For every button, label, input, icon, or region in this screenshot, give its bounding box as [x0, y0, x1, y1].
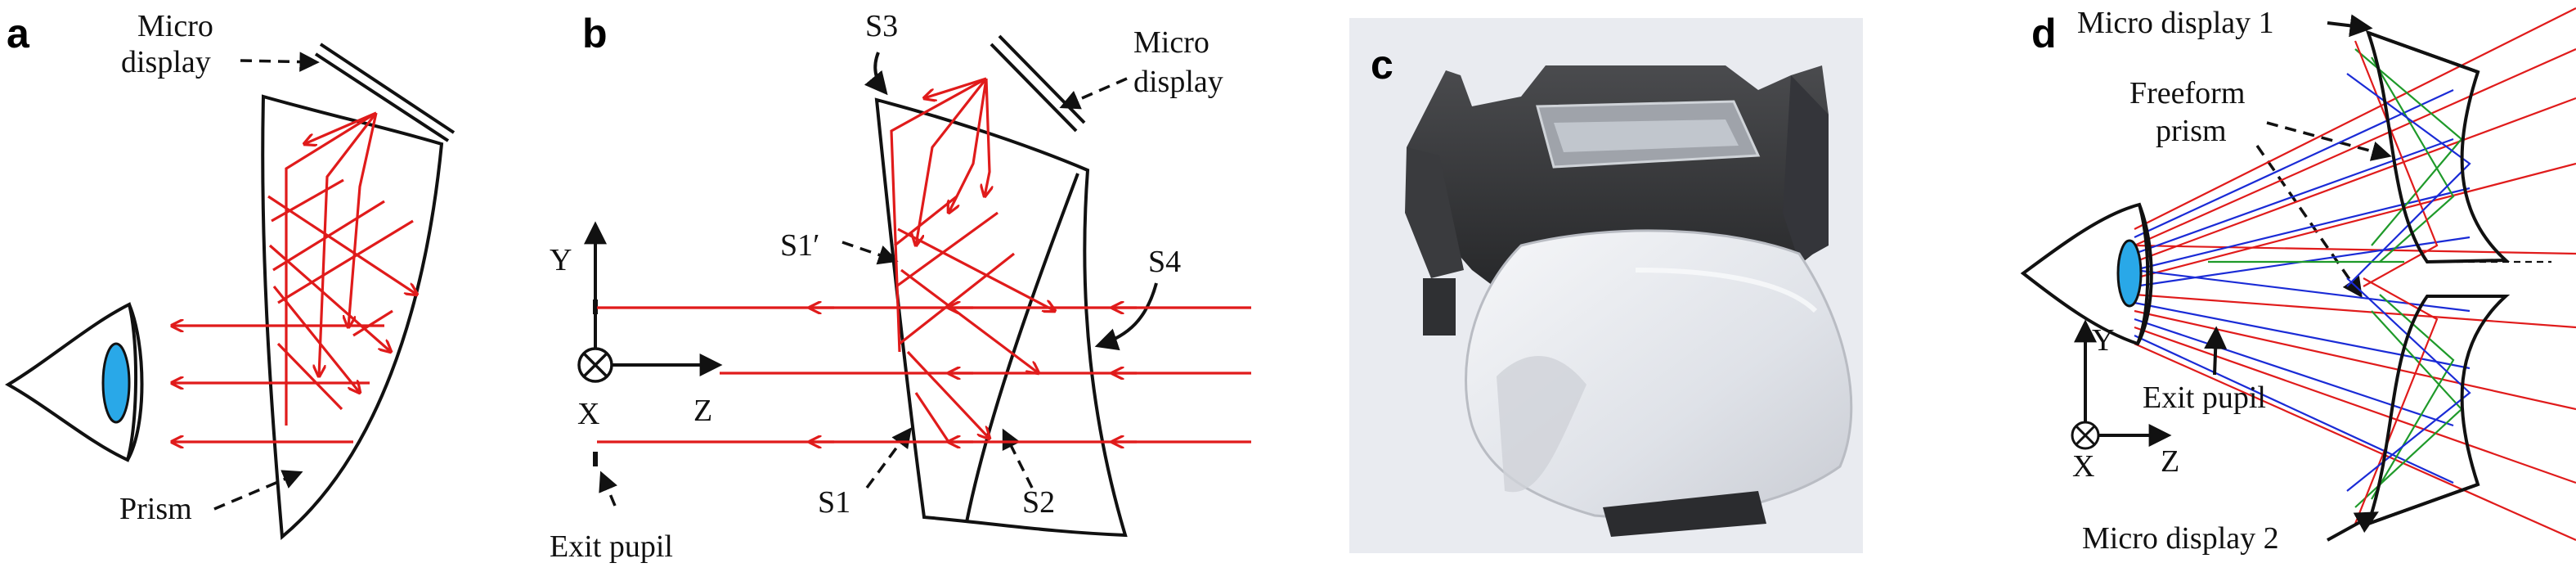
- panel-b-micro-display: [990, 34, 1086, 133]
- panel-a-eye-icon: [5, 302, 144, 462]
- panel-a-prism: [261, 94, 444, 540]
- panel-d-exit-pupil-pointer: [2204, 326, 2228, 376]
- panel-b-prism: [874, 97, 1128, 538]
- panel-d-freeform-prisms: [2365, 29, 2511, 527]
- panel-b-s4-label: S4: [1148, 245, 1181, 279]
- panel-a-rays: [172, 111, 417, 442]
- panel-b-exit-pupil-label: Exit pupil: [550, 529, 673, 564]
- panel-b-s2-pointer: [1002, 428, 1034, 489]
- panel-b-s3-pointer: [864, 52, 888, 96]
- panel-b-letter: b: [582, 11, 608, 56]
- panel-d-axis-z: Z: [2161, 444, 2179, 479]
- panel-b-micro-display-label-2: display: [1133, 65, 1223, 99]
- panel-c-prism-photo: [1405, 65, 1853, 537]
- panel-b-axis-y: Y: [550, 243, 572, 277]
- panel-b-s3-label: S3: [865, 9, 898, 43]
- panel-a-letter: a: [7, 11, 30, 56]
- panel-a: a Micro display: [5, 9, 456, 540]
- panel-b-surface-s2: [965, 173, 1079, 523]
- panel-d-micro-display-1-label: Micro display 1: [2077, 6, 2274, 40]
- panel-c-letter: c: [1371, 42, 1393, 88]
- panel-b-s1prime-label: S1′: [780, 228, 819, 263]
- panel-d-eye-icon: [2020, 202, 2153, 346]
- panel-a-prism-pointer: [213, 470, 303, 511]
- panel-a-prism-label: Prism: [119, 492, 192, 526]
- panel-d-freeform-label-2: prism: [2156, 114, 2227, 148]
- panel-d-rays: [2134, 7, 2576, 542]
- panel-b-exit-pupil-pointer: [599, 471, 617, 507]
- panel-a-micro-display-label-2: display: [121, 45, 211, 79]
- panel-b: b Y X Z Exit pupil Micro display S3 S1: [550, 9, 1251, 564]
- panel-d-freeform-pointer-1: [2266, 121, 2392, 161]
- panel-d-micro-display-1-pointer: [2327, 14, 2373, 38]
- panel-b-micro-display-pointer: [1059, 77, 1128, 110]
- panel-d-exit-pupil-label: Exit pupil: [2143, 381, 2266, 415]
- panel-b-axes: Y X Z: [550, 221, 723, 431]
- panel-c: c: [1349, 18, 1863, 553]
- panel-b-s4-pointer: [1094, 282, 1158, 351]
- panel-d-freeform-label-1: Freeform: [2129, 76, 2245, 110]
- panel-b-s2-label: S2: [1022, 485, 1055, 520]
- panel-d-micro-display-2-pointer: [2327, 511, 2379, 542]
- panel-b-rays: [597, 77, 1251, 442]
- panel-d-axes: Y X Z: [2071, 319, 2179, 484]
- panel-d-axis-x: X: [2072, 449, 2094, 484]
- panel-d-micro-display-2-label: Micro display 2: [2082, 521, 2279, 556]
- panel-b-s1-label: S1: [818, 485, 850, 520]
- panel-a-micro-display-pointer: [240, 52, 320, 72]
- panel-d: d Micro display 1 Freeform prism: [2020, 6, 2576, 556]
- panel-b-axis-x: X: [577, 397, 599, 431]
- panel-d-axis-y: Y: [2092, 323, 2114, 358]
- panel-b-micro-display-label-1: Micro: [1133, 25, 1209, 60]
- panel-b-s1-pointer: [865, 427, 912, 489]
- panel-d-freeform-pointer-2: [2255, 145, 2363, 299]
- panel-b-axis-z: Z: [693, 394, 712, 428]
- panel-d-letter: d: [2031, 11, 2057, 56]
- panel-b-s1prime-pointer: [841, 241, 899, 265]
- panel-a-micro-display-label-1: Micro: [137, 9, 213, 43]
- panel-a-micro-display: [314, 43, 456, 142]
